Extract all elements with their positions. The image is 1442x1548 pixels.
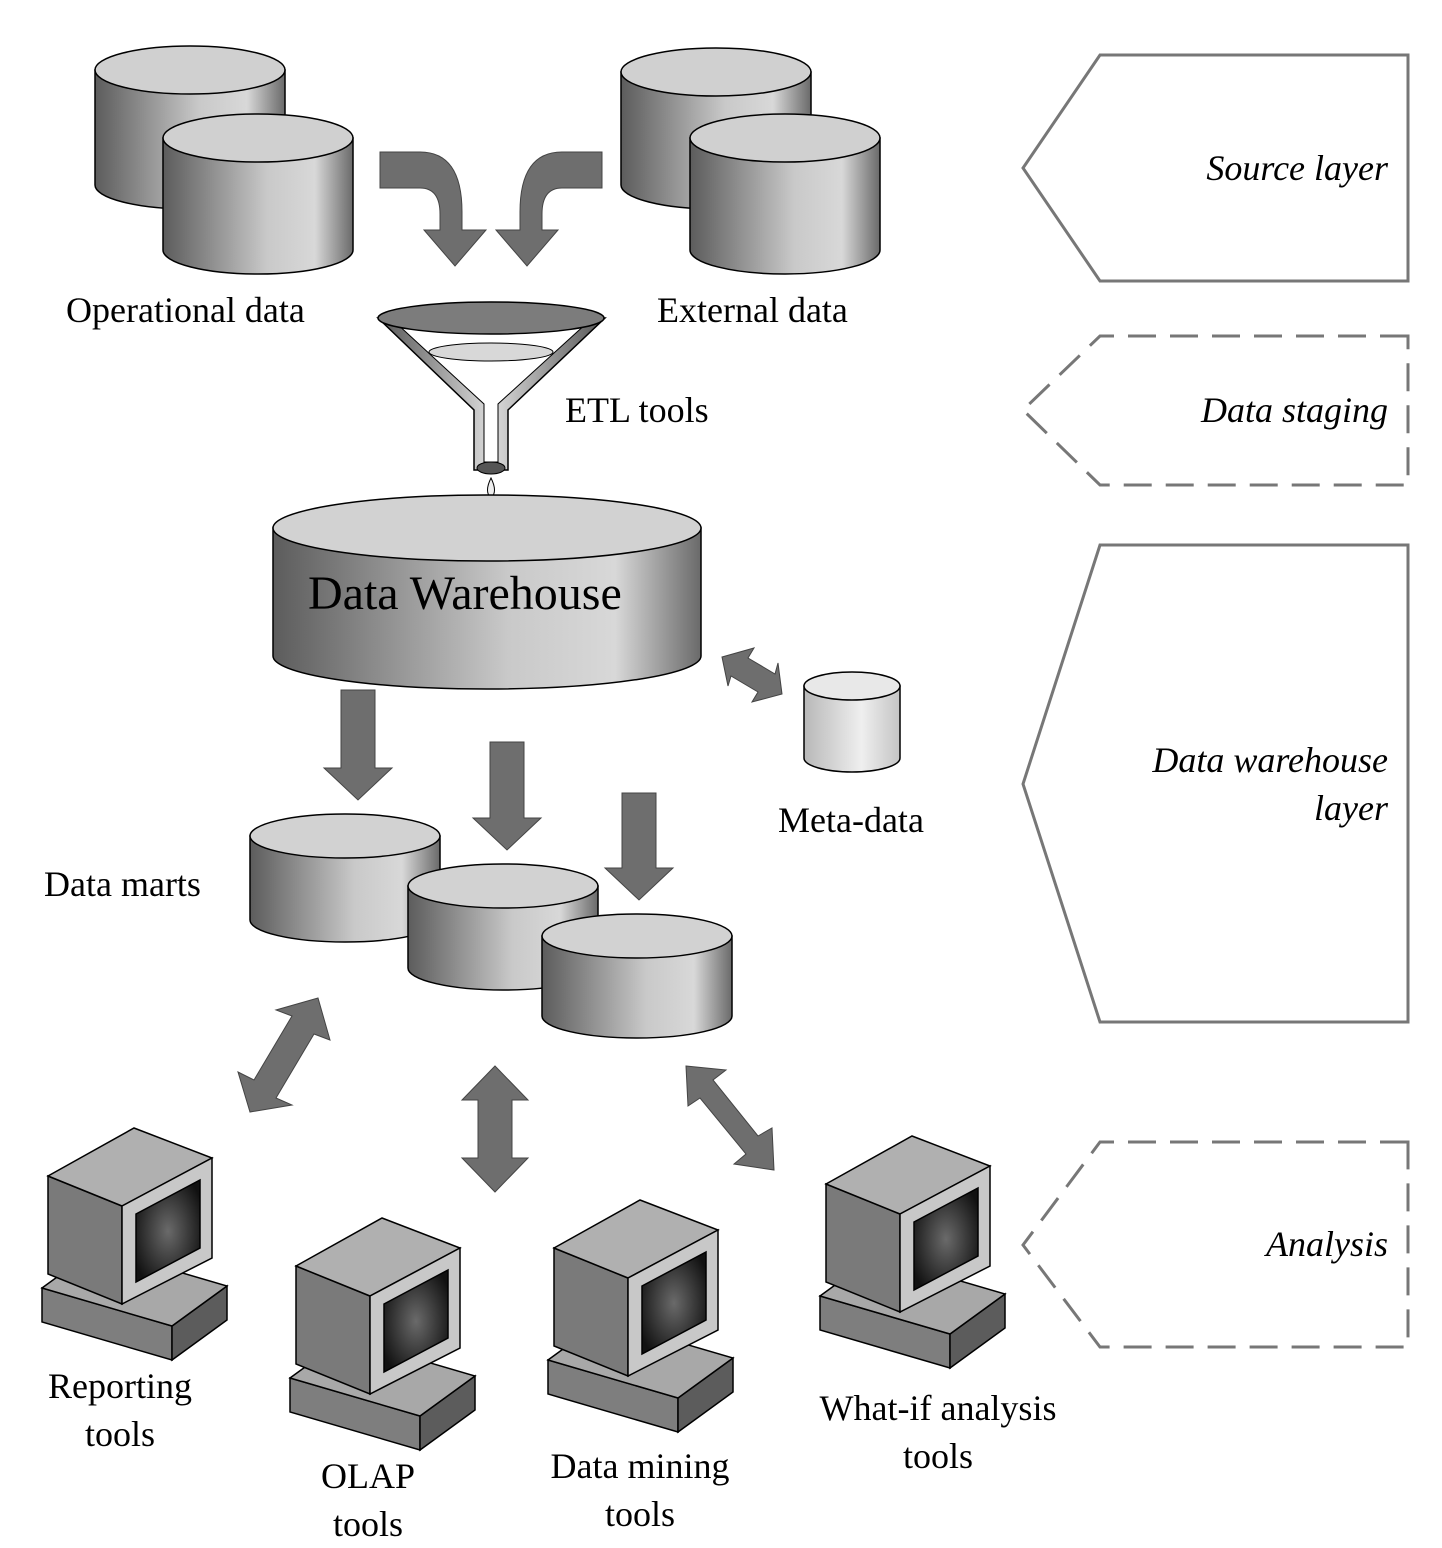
whatif-tools-label: What-if analysis tools <box>798 1384 1078 1480</box>
metadata-label: Meta-data <box>778 800 924 840</box>
reporting-computer-icon <box>40 1127 229 1362</box>
olap-computer-icon <box>288 1217 477 1452</box>
data-warehouse-layer-line1: Data warehouse <box>1152 740 1388 780</box>
data-warehouse-layer-line2: layer <box>1314 788 1388 828</box>
whatif-computer-icon <box>818 1135 1007 1370</box>
external-db-front-icon <box>689 113 881 275</box>
analysis-layer-label: Analysis <box>1266 1224 1388 1264</box>
whatif-tools-line1: What-if analysis <box>819 1388 1057 1428</box>
data-warehouse-title: Data Warehouse <box>308 567 622 620</box>
operational-to-etl-arrow <box>379 151 488 267</box>
operational-data-label: Operational data <box>66 290 305 330</box>
metadata-cylinder-icon <box>803 671 901 773</box>
etl-tools-label: ETL tools <box>565 390 709 430</box>
warehouse-to-mart1-arrow <box>322 689 394 801</box>
marts-reporting-arrow <box>237 997 331 1113</box>
data-mart-3-icon <box>541 913 733 1039</box>
warehouse-to-mart2-arrow <box>471 741 543 851</box>
whatif-tools-line2: tools <box>902 1436 973 1476</box>
analysis-layer-shape <box>1021 1140 1410 1349</box>
data-staging-layer-shape <box>1020 334 1410 487</box>
external-to-etl-arrow <box>494 151 603 267</box>
data-warehouse-layer-shape <box>1021 543 1410 1024</box>
data-mining-computer-icon <box>546 1199 735 1434</box>
reporting-tools-line2: tools <box>84 1414 155 1454</box>
data-mart-1-icon <box>249 813 441 943</box>
olap-tools-line2: tools <box>332 1504 403 1544</box>
marts-olap-arrow <box>460 1065 530 1193</box>
data-staging-label: Data staging <box>1200 390 1388 430</box>
source-layer-label: Source layer <box>1206 148 1388 188</box>
source-layer-shape <box>1021 53 1410 283</box>
operational-data-cylinders <box>94 45 354 275</box>
data-mining-tools-line1: Data mining <box>550 1446 730 1486</box>
warehouse-to-mart3-arrow <box>603 792 675 901</box>
olap-tools-line1: OLAP <box>320 1456 415 1496</box>
reporting-tools-line1: Reporting <box>48 1366 192 1406</box>
external-data-label: External data <box>657 290 848 330</box>
marts-whatif-arrow <box>685 1065 775 1171</box>
operational-db-front-icon <box>162 113 354 275</box>
reporting-tools-label: Reporting tools <box>20 1362 220 1458</box>
warehouse-metadata-arrow <box>721 647 783 703</box>
external-data-cylinders <box>620 47 881 275</box>
data-marts-label: Data marts <box>44 864 201 904</box>
olap-tools-label: OLAP tools <box>268 1452 468 1548</box>
data-warehouse-cylinder-icon <box>272 494 702 690</box>
data-warehouse-layer-label: Data warehouse layer <box>1090 736 1388 832</box>
data-mining-tools-label: Data mining tools <box>520 1442 760 1538</box>
etl-funnel-icon <box>376 301 607 529</box>
data-mining-tools-line2: tools <box>604 1494 675 1534</box>
